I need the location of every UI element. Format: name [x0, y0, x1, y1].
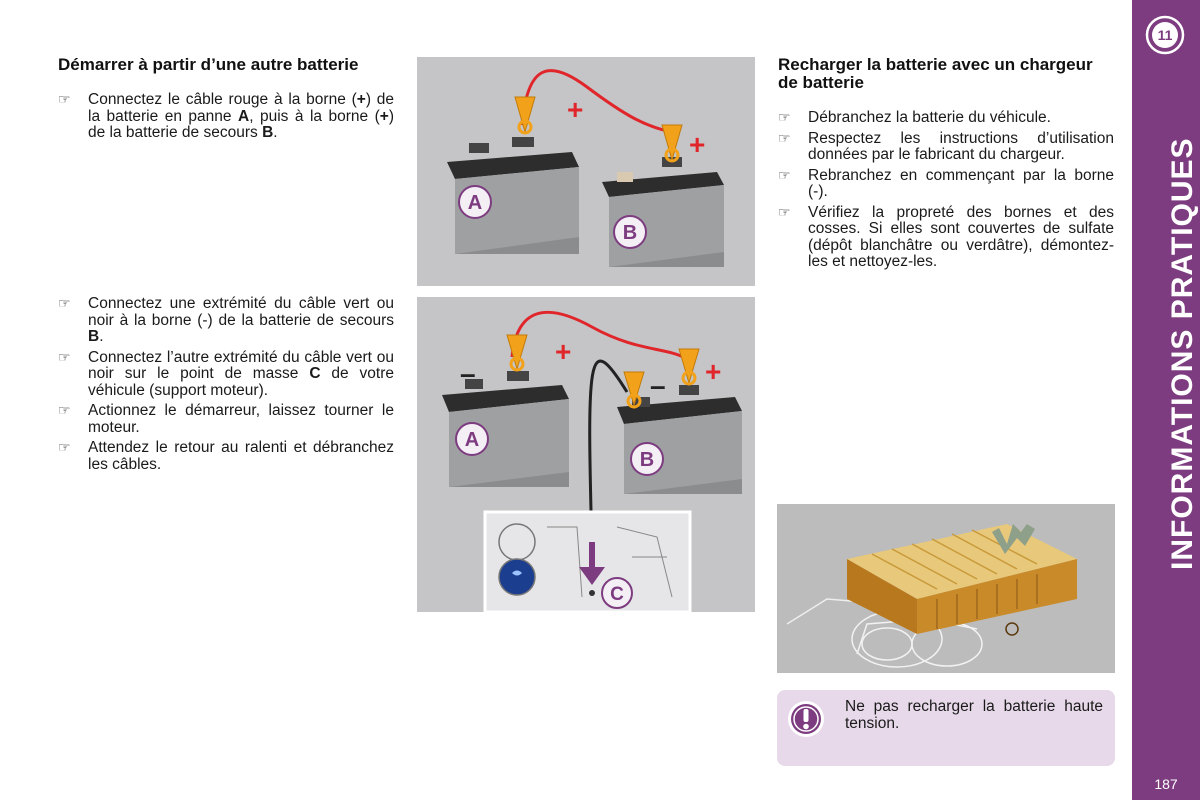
jump-start-ground-cable-illustration: A – + B – +: [417, 297, 755, 612]
clamp-icon: [514, 96, 536, 135]
page-number-box: 187: [1132, 768, 1200, 800]
list-item: ☞Débranchez la batterie du véhicule.: [778, 109, 1051, 126]
clamp-icon: [661, 124, 683, 163]
plus-sign-b: +: [705, 356, 721, 387]
arrow-down-icon: [992, 524, 1035, 554]
label-b: B: [623, 222, 637, 244]
list-item: ☞ Connectez l’autre extrémité du câble v…: [58, 348, 394, 399]
red-cable: [510, 310, 688, 361]
chapter-sidebar: [1132, 0, 1200, 768]
plus-sign-b: +: [689, 129, 705, 160]
clamp-icon: [623, 371, 645, 409]
section-title-charger: Recharger la batterie avec un chargeur d…: [778, 55, 1093, 92]
clamp-icon: [678, 348, 700, 386]
black-cable: [588, 359, 629, 553]
minus-sign-a: –: [460, 358, 476, 389]
pointing-hand-icon: ☞: [778, 166, 791, 183]
arrow-down-icon: [579, 567, 605, 585]
battery-b: B: [602, 157, 724, 267]
plus-sign-a: +: [555, 336, 571, 367]
pointing-hand-icon: ☞: [778, 109, 791, 125]
pointing-hand-icon: ☞: [778, 203, 791, 220]
warning-text: Ne pas recharger la batterie haute tensi…: [845, 698, 1103, 732]
jump-start-steps-continued: ☞ Connectez une extrémité du câble vert …: [58, 295, 394, 477]
charger-steps-list: ☞Débranchez la batterie du véhicule. ☞Re…: [778, 109, 1114, 271]
minus-sign-b: –: [650, 370, 666, 401]
right-column: Recharger la batterie avec un chargeur d…: [778, 56, 1114, 275]
left-column: Démarrer à partir d’une autre batterie ☞…: [58, 56, 394, 146]
list-item: ☞Vérifiez la propreté des bornes et des …: [778, 203, 1114, 270]
jump-start-steps-list: ☞ Connectez le câble rouge à la borne (+…: [58, 91, 395, 142]
list-item: ☞Respectez les instructions d’utilisatio…: [778, 129, 1114, 163]
pointing-hand-icon: ☞: [58, 91, 71, 107]
warning-box: Ne pas recharger la batterie haute tensi…: [777, 690, 1115, 766]
battery-a: A: [447, 137, 579, 254]
section-title-jump-start: Démarrer à partir d’une autre batterie: [58, 55, 359, 74]
label-a: A: [465, 429, 479, 451]
list-item: ☞ Connectez le câble rouge à la borne (+…: [58, 91, 395, 141]
clamp-icon: [506, 334, 528, 372]
high-voltage-battery-illustration: [777, 504, 1115, 673]
jump-start-red-cable-illustration: A + B +: [417, 57, 755, 286]
pointing-hand-icon: ☞: [58, 402, 71, 418]
chapter-number: 11: [1158, 27, 1173, 43]
exclamation-warning-icon: [788, 701, 824, 737]
chapter-badge: 11: [1145, 15, 1185, 55]
page-number: 187: [1154, 776, 1178, 792]
list-item: ☞ Actionnez le démarreur, laissez tourne…: [58, 402, 394, 436]
hv-battery: [847, 524, 1077, 636]
pointing-hand-icon: ☞: [778, 129, 791, 146]
battery-a: A: [442, 371, 569, 487]
label-c: C: [610, 584, 624, 605]
label-b: B: [640, 449, 654, 471]
list-item: ☞ Attendez le retour au ralenti et débra…: [58, 439, 394, 473]
label-a: A: [468, 192, 482, 214]
red-cable: [520, 69, 673, 134]
battery-b: B: [617, 385, 742, 494]
pointing-hand-icon: ☞: [58, 295, 71, 311]
pointing-hand-icon: ☞: [58, 439, 71, 455]
list-item: ☞Rebranchez en commençant par la borne (…: [778, 166, 1114, 200]
engine-bay-inset: C: [483, 510, 692, 612]
chapter-title-vertical: INFORMATIONS PRATIQUES: [1166, 137, 1199, 570]
pointing-hand-icon: ☞: [58, 348, 71, 365]
list-item: ☞ Connectez une extrémité du câble vert …: [58, 295, 394, 345]
plus-sign-a: +: [567, 94, 583, 125]
